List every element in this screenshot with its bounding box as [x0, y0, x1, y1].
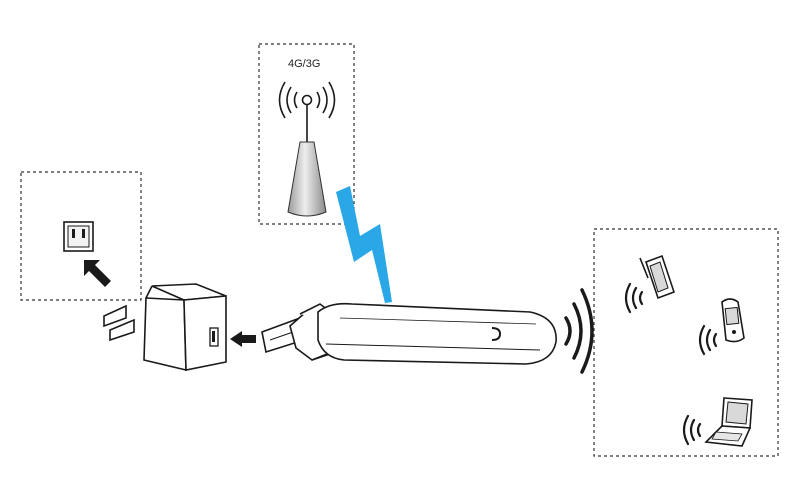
- pda-icon: [721, 298, 745, 343]
- arrow-up-left-icon: [84, 260, 111, 287]
- laptop-icon: [704, 397, 753, 447]
- outlet-panel: [20, 171, 142, 301]
- device-wifi-icon: [682, 414, 702, 446]
- devices-panel: [593, 228, 779, 457]
- wifi-waves-icon: [564, 288, 594, 374]
- devices-panel-border: [593, 228, 779, 457]
- device-wifi-icon: [698, 324, 718, 356]
- tower-panel: 4G/3G: [258, 43, 355, 225]
- lightning-bolt-icon: [336, 186, 392, 303]
- arrow-left-icon: [230, 331, 256, 347]
- outlet-panel-border: [20, 171, 142, 301]
- device-wifi-icon: [624, 282, 644, 314]
- usb-power-adapter-icon: [103, 283, 227, 372]
- wall-outlet-icon: [63, 221, 94, 252]
- usb-modem-dongle-icon: [261, 302, 557, 365]
- cell-tower-icon: [278, 81, 336, 217]
- tower-label: 4G/3G: [288, 58, 320, 70]
- smartphone-icon: [639, 254, 676, 300]
